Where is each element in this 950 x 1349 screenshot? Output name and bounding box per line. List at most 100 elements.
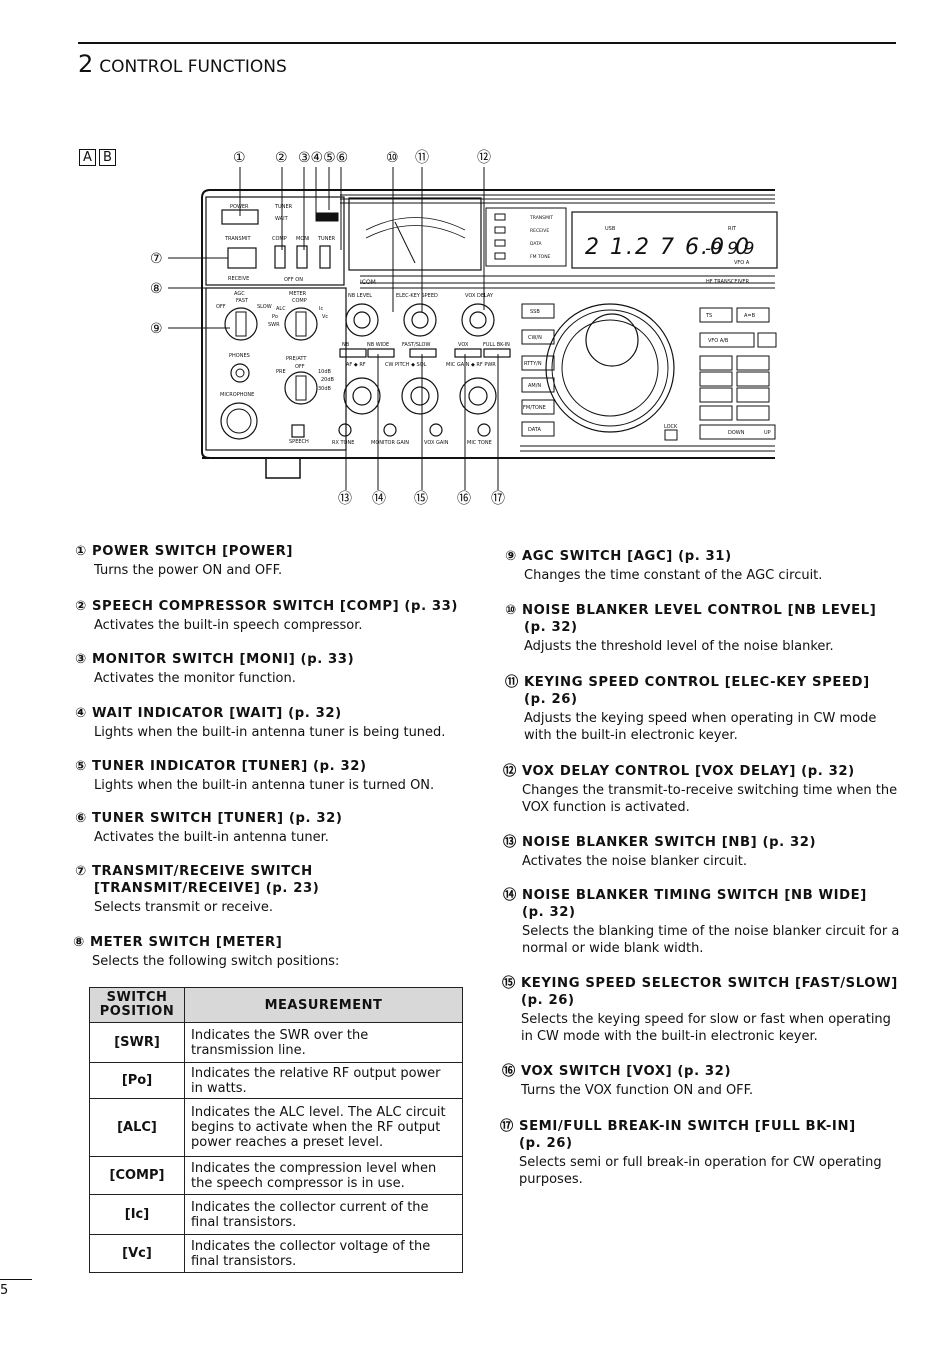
item-power-switch: ① POWER SWITCH [POWER] Turns the power O…	[75, 543, 475, 579]
table-cell-measurement: Indicates the compression level when the…	[184, 1156, 463, 1195]
svg-text:AM/N: AM/N	[528, 383, 541, 389]
item-title: ⑬ NOISE BLANKER SWITCH [NB] (p. 32)	[503, 835, 817, 850]
item-title: ⑭ NOISE BLANKER TIMING SWITCH [NB WIDE]	[503, 888, 867, 903]
item-tuner-indicator: ⑤ TUNER INDICATOR [TUNER] (p. 32) Lights…	[75, 758, 475, 794]
svg-text:RECEIVE: RECEIVE	[530, 228, 549, 234]
item-body: Turns the power ON and OFF.	[94, 563, 283, 578]
item-body: Adjusts the threshold level of the noise…	[524, 639, 834, 654]
svg-text:SPEECH: SPEECH	[289, 439, 309, 445]
svg-text:A=B: A=B	[744, 313, 756, 319]
item-title: ⑨ AGC SWITCH [AGC] (p. 31)	[505, 549, 732, 564]
main-tuning-dial[interactable]	[545, 303, 675, 433]
svg-text:NB WIDE: NB WIDE	[367, 342, 389, 348]
elec-key-speed-knob[interactable]	[403, 303, 437, 337]
moni-switch[interactable]	[296, 245, 308, 269]
item-nb-wide: ⑭ NOISE BLANKER TIMING SWITCH [NB WIDE] …	[503, 887, 900, 957]
svg-text:OFF ON: OFF ON	[284, 277, 303, 283]
wait-indicator	[315, 212, 339, 222]
item-fast-slow: ⑮ KEYING SPEED SELECTOR SWITCH [FAST/SLO…	[502, 975, 900, 1045]
svg-text:FM TONE: FM TONE	[530, 254, 551, 260]
table-cell-measurement: Indicates the ALC level. The ALC circuit…	[184, 1098, 463, 1157]
svg-text:FAST/SLOW: FAST/SLOW	[402, 342, 430, 348]
vox-switch[interactable]	[454, 348, 482, 358]
tuner-switch[interactable]	[319, 245, 331, 269]
item-body: Activates the built-in antenna tuner.	[94, 830, 329, 845]
table-header-position: SWITCH POSITION	[89, 987, 185, 1023]
item-tuner-switch: ⑥ TUNER SWITCH [TUNER] (p. 32) Activates…	[75, 810, 475, 846]
callout-2: ②	[275, 150, 288, 166]
agc-knob[interactable]	[224, 307, 258, 341]
table-cell-measurement: Indicates the relative RF output power i…	[184, 1062, 463, 1099]
front-panel-diagram: ① ② ③④⑤⑥ ⑩ ⑪ ⑫ ⑦ ⑧ ⑨ ⑬ ⑭ ⑮ ⑯ ⑰ POWER TUN…	[150, 150, 778, 507]
svg-text:RIT: RIT	[728, 226, 737, 232]
svg-text:DATA: DATA	[528, 427, 541, 433]
callout-10: ⑩	[386, 150, 399, 166]
item-title: ⑰ SEMI/FULL BREAK-IN SWITCH [FULL BK-IN]	[500, 1119, 856, 1134]
callout-3-6: ③④⑤⑥	[298, 150, 348, 166]
svg-text:LOCK: LOCK	[664, 424, 678, 430]
svg-text:METER: METER	[289, 291, 307, 297]
item-vox-switch: ⑯ VOX SWITCH [VOX] (p. 32) Turns the VOX…	[502, 1063, 900, 1099]
item-body: Lights when the built-in antenna tuner i…	[94, 778, 435, 793]
item-body: Selects the keying speed for slow or fas…	[521, 1012, 891, 1044]
item-vox-delay: ⑫ VOX DELAY CONTROL [VOX DELAY] (p. 32) …	[503, 763, 900, 816]
item-body: Selects the blanking time of the noise b…	[522, 924, 900, 956]
item-title: ⑯ VOX SWITCH [VOX] (p. 32)	[502, 1064, 732, 1079]
item-wait-indicator: ④ WAIT INDICATOR [WAIT] (p. 32) Lights w…	[75, 705, 475, 741]
item-nb-level: ⑩ NOISE BLANKER LEVEL CONTROL [NB LEVEL]…	[505, 602, 900, 655]
item-title-cont: (p. 26)	[519, 1136, 573, 1151]
item-elec-key-speed: ⑪ KEYING SPEED CONTROL [ELEC-KEY SPEED] …	[505, 674, 900, 744]
item-monitor-switch: ③ MONITOR SWITCH [MONI] (p. 33) Activate…	[75, 651, 475, 687]
item-body: Changes the time constant of the AGC cir…	[524, 568, 823, 583]
svg-text:SSB: SSB	[530, 309, 540, 315]
nb-switch[interactable]	[339, 348, 367, 358]
meter-position-table: SWITCH POSITION MEASUREMENT [SWR] Indica…	[89, 987, 463, 1273]
nb-level-knob[interactable]	[345, 303, 379, 337]
item-body: Activates the monitor function.	[94, 671, 296, 686]
callout-9: ⑨	[150, 321, 163, 337]
item-body: Activates the built-in speech compressor…	[94, 618, 363, 633]
table-cell-measurement: Indicates the collector voltage of the f…	[184, 1234, 463, 1273]
item-title-cont: (p. 32)	[524, 620, 578, 635]
table-cell-position: [Po]	[89, 1062, 185, 1099]
meter	[348, 197, 482, 271]
bottom-callouts: ⑬ ⑭ ⑮ ⑯ ⑰	[338, 491, 505, 507]
svg-text:VFO A/B: VFO A/B	[708, 338, 729, 344]
vox-delay-knob[interactable]	[461, 303, 495, 337]
transmit-receive-switch[interactable]	[227, 247, 257, 269]
svg-text:USB: USB	[605, 226, 616, 232]
svg-text:Vc: Vc	[322, 314, 328, 320]
svg-text:Ic: Ic	[319, 306, 323, 312]
svg-text:FULL BK-IN: FULL BK-IN	[483, 342, 510, 348]
svg-text:Po: Po	[272, 314, 278, 320]
fast-slow-switch[interactable]	[409, 348, 437, 358]
svg-text:AF ◆ RF: AF ◆ RF	[346, 362, 366, 368]
meter-knob[interactable]	[284, 307, 318, 341]
callout-14: ⑭	[372, 491, 386, 507]
full-bkin-switch[interactable]	[483, 348, 511, 358]
table-header-measurement: MEASUREMENT	[184, 987, 463, 1023]
nb-wide-switch[interactable]	[367, 348, 395, 358]
svg-text:DATA: DATA	[530, 241, 543, 247]
svg-text:COMP: COMP	[292, 298, 307, 304]
cw-pitch-sql-knob[interactable]	[401, 377, 439, 415]
item-body: Lights when the built-in antenna tuner i…	[94, 725, 446, 740]
item-body: Selects transmit or receive.	[94, 900, 274, 915]
callout-8: ⑧	[150, 281, 163, 297]
callout-15: ⑮	[414, 491, 428, 507]
af-rf-knob[interactable]	[343, 377, 381, 415]
svg-text:VOX GAIN: VOX GAIN	[424, 440, 449, 446]
pre-att-knob[interactable]	[284, 371, 318, 405]
left-callouts: ⑦ ⑧ ⑨	[150, 251, 163, 337]
mic-gain-rf-pwr-knob[interactable]	[459, 377, 497, 415]
svg-text:DOWN: DOWN	[728, 430, 745, 436]
svg-text:ALC: ALC	[276, 306, 286, 312]
svg-text:MICROPHONE: MICROPHONE	[220, 392, 254, 398]
svg-text:MONI: MONI	[296, 236, 309, 242]
svg-text:COMP: COMP	[272, 236, 287, 242]
svg-text:-9 9 9: -9 9 9	[705, 239, 754, 259]
comp-switch[interactable]	[274, 245, 286, 269]
item-body: Activates the noise blanker circuit.	[522, 854, 748, 869]
svg-text:MIC GAIN ◆ RF PWR: MIC GAIN ◆ RF PWR	[446, 362, 496, 368]
